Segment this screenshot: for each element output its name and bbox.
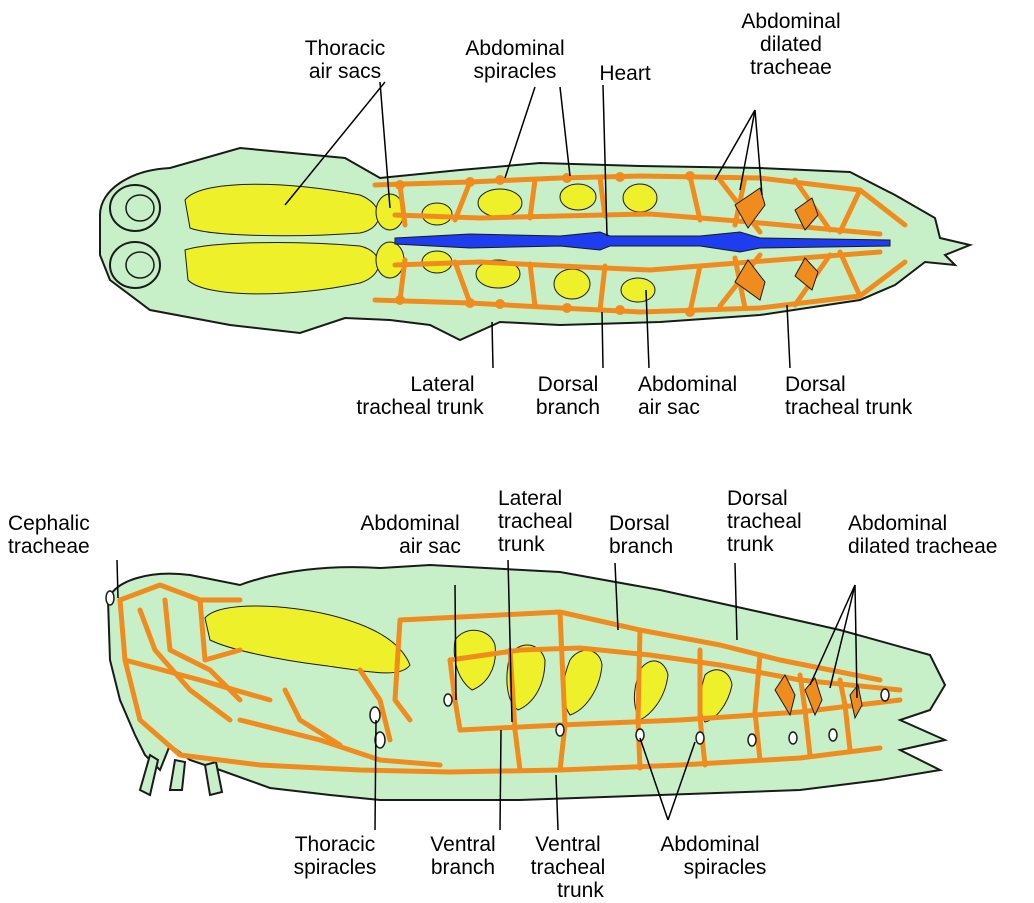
label-line: branch [430,856,495,879]
label-thoracic-spiracles: Thoracic spiracles [294,833,377,879]
right-eye [110,242,160,288]
label-dorsal-branch-side: Dorsal branch [609,512,673,558]
label-abdominal-spiracles-top: Abdominal spiracles [465,37,564,83]
label-line: tracheal [727,510,802,533]
label-line: Abdominal [848,512,997,535]
label-line: Dorsal [609,512,673,535]
label-ventral-tracheal-trunk: Ventral tracheal trunk [531,833,606,902]
label-line: Abdominal [654,833,767,856]
label-dorsal-tracheal-trunk-side: Dorsal tracheal trunk [727,487,802,556]
label-line: tracheal trunk [785,396,912,419]
left-eye [110,185,160,231]
label-line: spiracles [465,60,564,83]
label-abdominal-dilated-tracheae-top: Abdominal dilated tracheae [741,10,840,79]
lateral-view [106,560,945,830]
label-line: tracheal [498,510,573,533]
label-line: Abdominal [741,10,840,33]
label-line: tracheal trunk [356,396,483,419]
label-line: air sac [638,396,737,419]
label-line: Dorsal [785,373,912,396]
label-line: tracheae [8,535,90,558]
label-line: spiracles [654,856,767,879]
label-line: Dorsal [536,373,600,396]
label-line: Abdominal [465,37,564,60]
label-line: trunk [727,533,802,556]
label-line: branch [609,535,673,558]
label-line: tracheal [531,856,606,879]
label-lateral-tracheal-trunk-top: Lateral tracheal trunk [356,373,483,419]
label-line: Cephalic [8,512,90,535]
label-line: dilated [741,33,840,56]
label-line: air sacs [305,60,386,83]
label-line: Lateral [498,487,573,510]
label-abdominal-air-sac-top: Abdominal air sac [638,373,737,419]
label-lateral-tracheal-trunk-side: Lateral tracheal trunk [498,487,573,556]
label-dorsal-branch-top: Dorsal branch [536,373,600,419]
label-thoracic-air-sacs: Thoracic air sacs [305,37,386,83]
label-line: Ventral [430,833,495,856]
label-line: Thoracic [294,833,377,856]
label-line: spiracles [294,856,377,879]
label-line: Dorsal [727,487,802,510]
label-ventral-branch: Ventral branch [430,833,495,879]
label-line: air sac [359,535,461,558]
label-cephalic-tracheae: Cephalic tracheae [8,512,90,558]
label-heart: Heart [599,62,650,85]
label-line: branch [536,396,600,419]
label-line: Lateral [356,373,483,396]
label-line: trunk [498,533,573,556]
label-dorsal-tracheal-trunk-top: Dorsal tracheal trunk [785,373,912,419]
label-line: trunk [531,879,606,902]
dorsal-view [100,82,970,368]
label-line: dilated tracheae [848,535,997,558]
label-line: tracheae [741,56,840,79]
label-abdominal-air-sac-side: Abdominal air sac [359,512,461,558]
label-line: Abdominal [359,512,461,535]
label-line: Heart [599,62,650,85]
label-abdominal-spiracles-side: Abdominal spiracles [654,833,767,879]
label-line: Ventral [531,833,606,856]
label-abdominal-dilated-tracheae-side: Abdominal dilated tracheae [848,512,997,558]
label-line: Thoracic [305,37,386,60]
label-line: Abdominal [638,373,737,396]
